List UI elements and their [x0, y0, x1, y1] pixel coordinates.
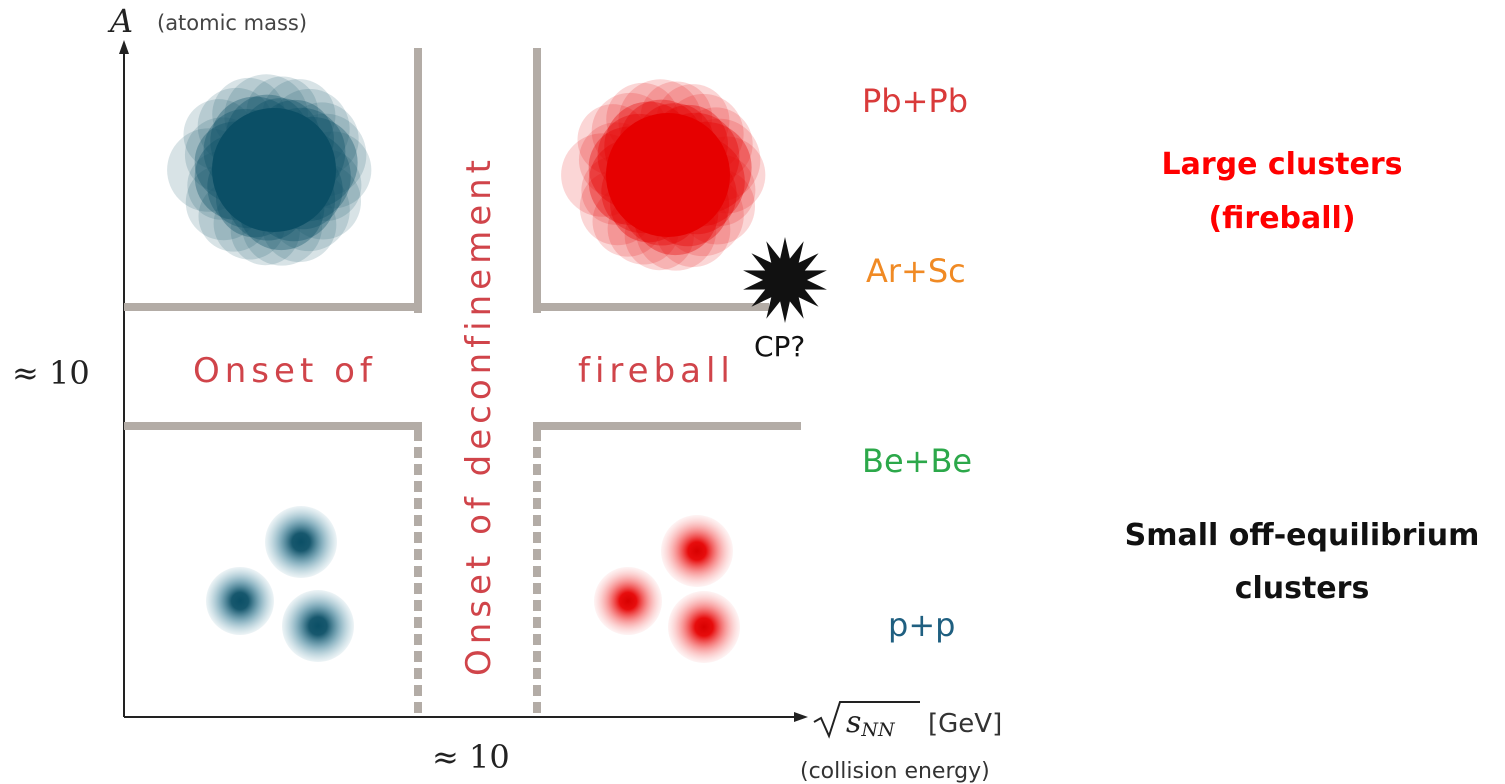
- y-axis-arrow: [119, 40, 129, 54]
- small-clusters-label: Small off-equilibrium: [1125, 518, 1480, 553]
- red-fireball-cluster: [561, 79, 766, 271]
- large-clusters-label: Large clusters: [1161, 147, 1402, 182]
- divider-top-left-vertical: [414, 48, 422, 313]
- divider-top-right-horizontal: [533, 303, 769, 311]
- x-axis-caption: (collision energy): [800, 759, 990, 784]
- divider-bottom-right-horizontal: [533, 422, 801, 430]
- divider-top-left-horizontal: [124, 303, 422, 311]
- teal-fireball-cluster: [167, 74, 372, 266]
- region-label-onset-of-deconfinement: Onset of deconfinement: [459, 155, 499, 676]
- x-axis-tick: ≈ 10: [432, 738, 510, 776]
- y-axis-tick: ≈ 10: [12, 354, 90, 392]
- small-clusters-sublabel: clusters: [1235, 571, 1370, 606]
- y-axis-caption: (atomic mass): [157, 11, 307, 35]
- axes: [119, 40, 808, 722]
- region-dividers: [124, 48, 801, 430]
- teal-small-cluster: [206, 567, 274, 635]
- x-axis-unit: [GeV]: [928, 709, 1002, 739]
- region-label-onset-of: Onset of: [193, 351, 377, 391]
- red-small-clusters: [594, 515, 740, 663]
- large-clusters-sublabel: (fireball): [1208, 201, 1355, 236]
- system-label-pb-pb: Pb+Pb: [862, 82, 968, 120]
- x-axis-symbol: sNN: [846, 705, 896, 741]
- teal-small-clusters: [206, 506, 354, 662]
- system-label-ar-sc: Ar+Sc: [866, 252, 966, 290]
- divider-bottom-left-horizontal: [124, 422, 422, 430]
- teal-small-cluster: [265, 506, 337, 578]
- system-label-be-be: Be+Be: [862, 442, 972, 480]
- region-dividers-dashed: [414, 430, 541, 717]
- x-axis-label: sNN [GeV] (collision energy): [800, 701, 1002, 784]
- critical-point-label: CP?: [754, 330, 805, 363]
- fireball-core: [606, 113, 730, 237]
- system-label-p-p: p+p: [888, 606, 955, 644]
- divider-top-right-vertical: [533, 48, 541, 313]
- red-small-cluster: [661, 515, 733, 587]
- red-small-cluster: [668, 591, 740, 663]
- red-small-cluster: [594, 567, 662, 635]
- x-axis-arrow: [794, 712, 808, 722]
- fireball-core: [212, 108, 336, 232]
- critical-point-star-icon: [743, 237, 827, 323]
- teal-small-cluster: [282, 590, 354, 662]
- y-axis-symbol: A: [107, 2, 133, 40]
- sqrt-sign: [813, 701, 920, 739]
- region-label-fireball: fireball: [578, 351, 735, 391]
